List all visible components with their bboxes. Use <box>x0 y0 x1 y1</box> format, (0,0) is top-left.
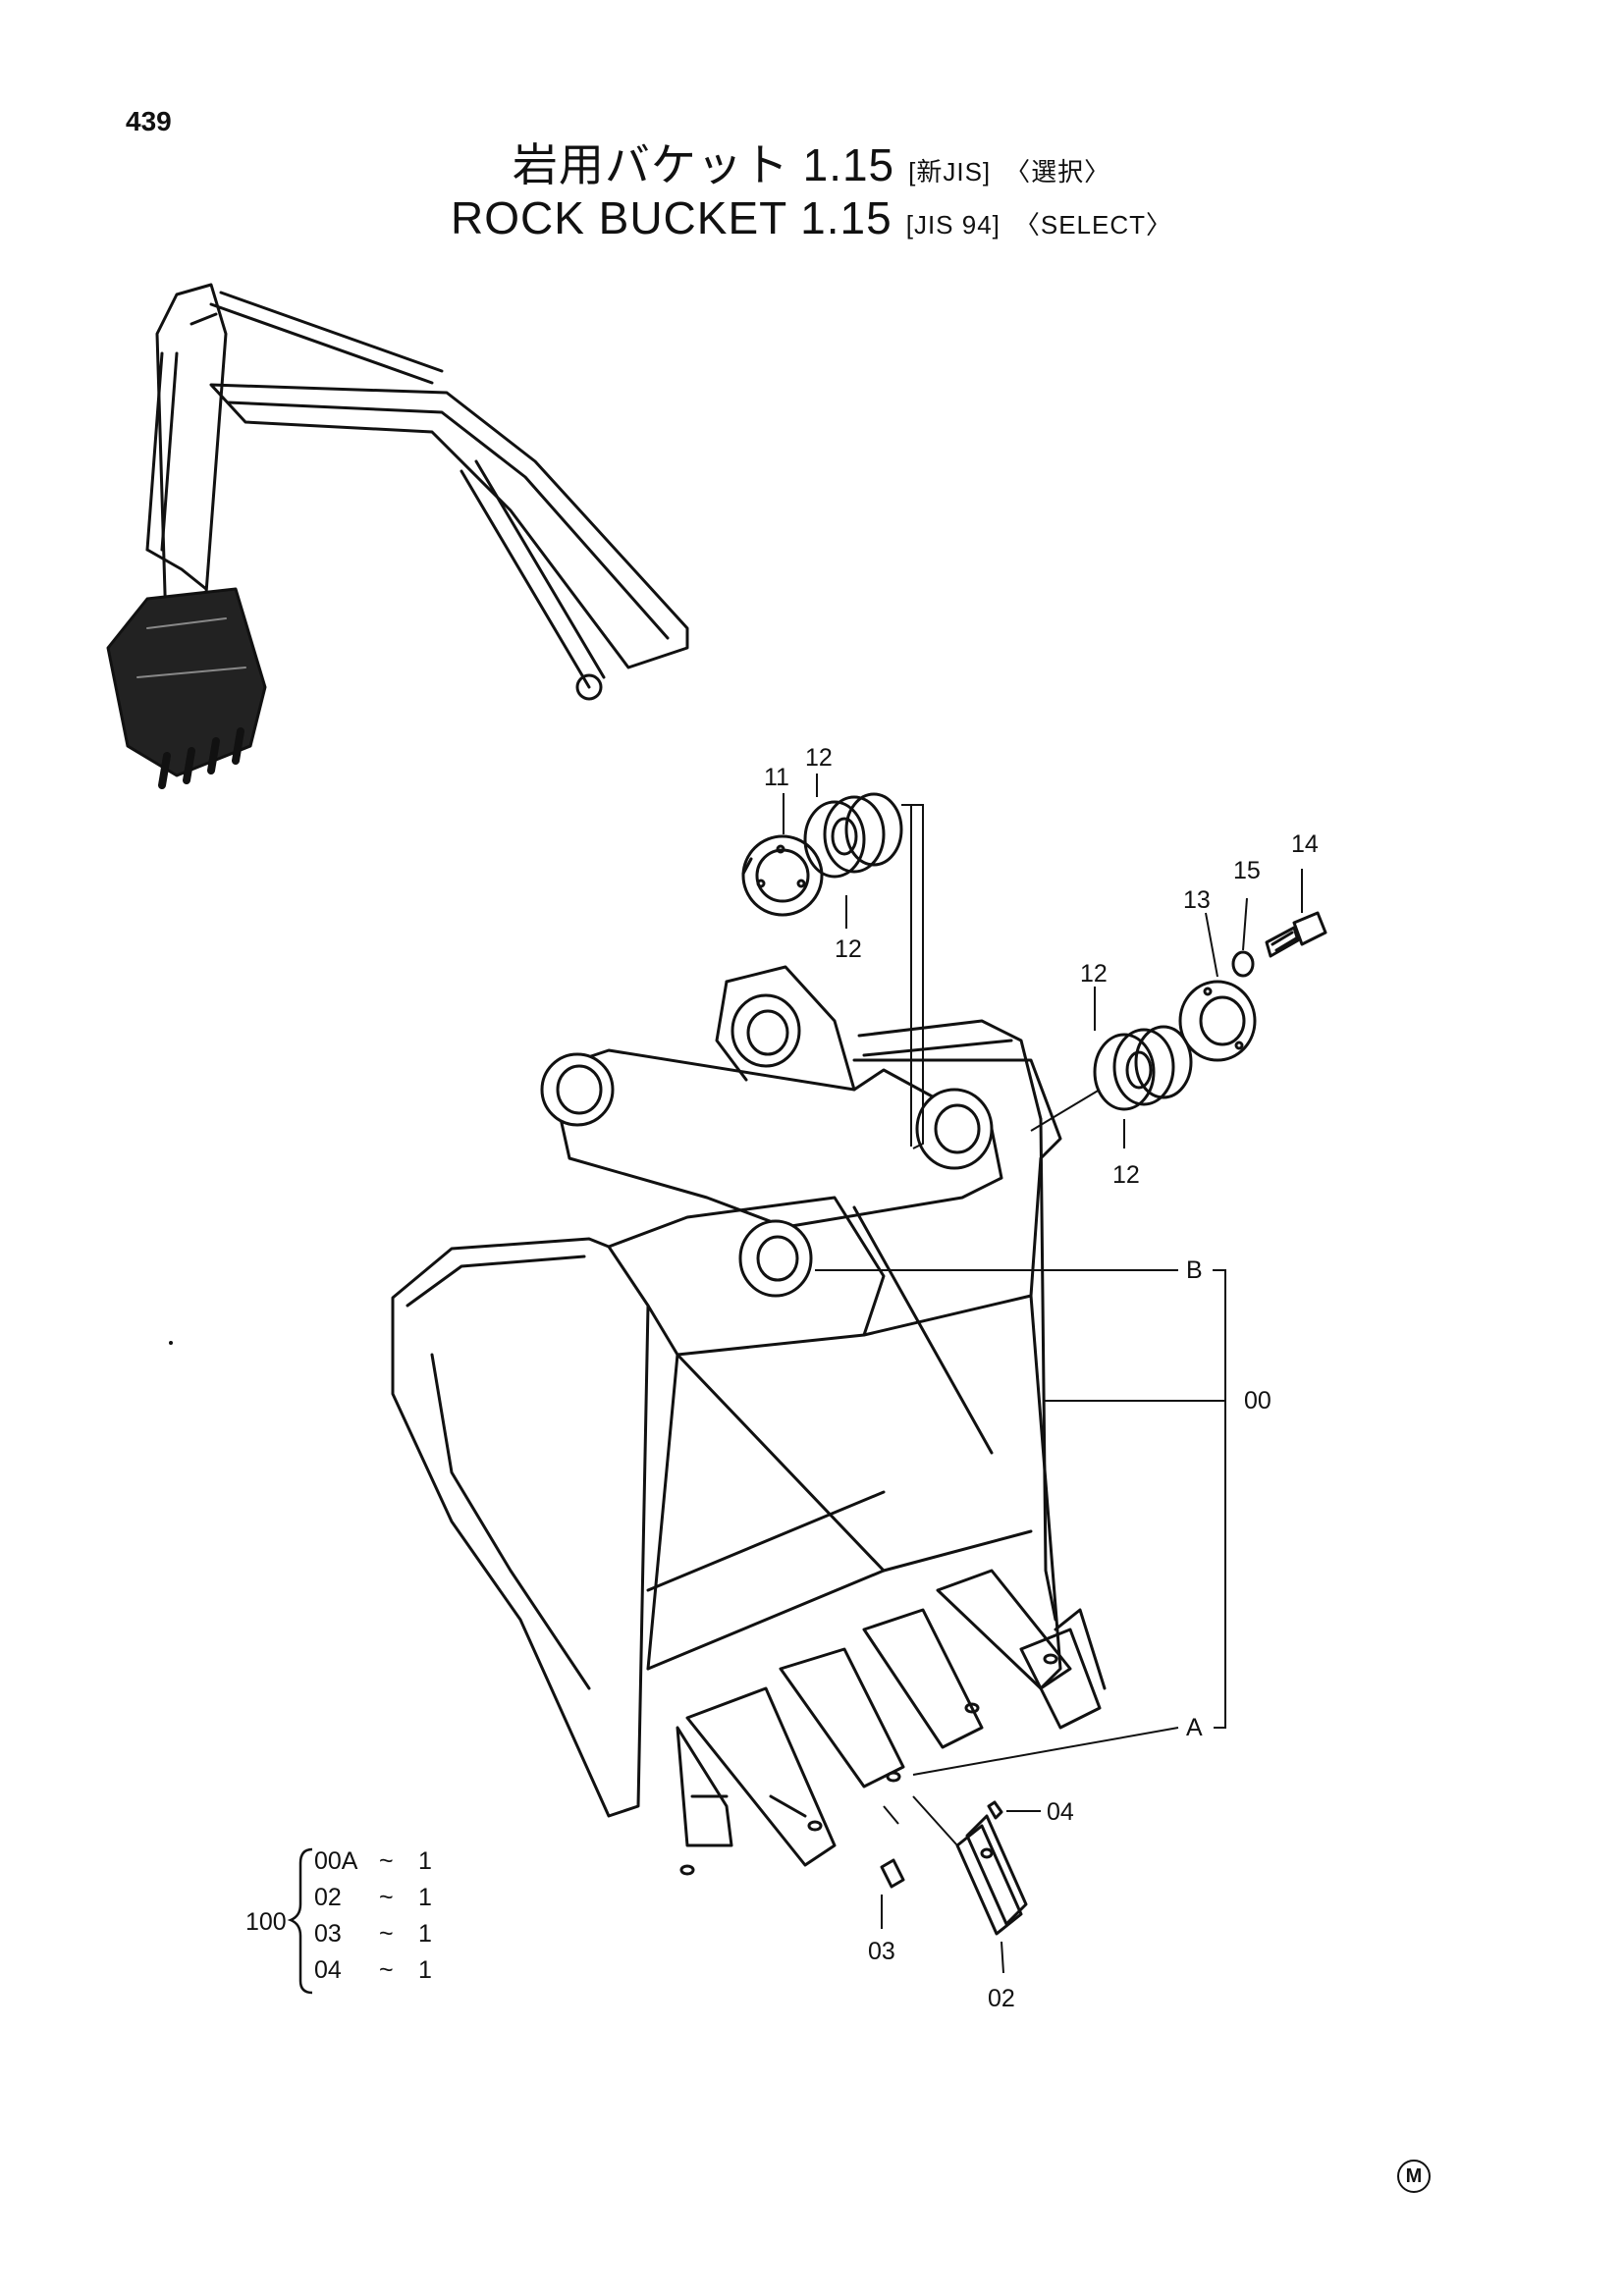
callout-15: 15 <box>1233 857 1261 884</box>
assembly-tilde: ~ <box>379 1956 394 1984</box>
assembly-rows: 00A ~ 1 02 ~ 1 03 ~ 1 04 ~ 1 <box>314 1847 432 1993</box>
callout-02: 02 <box>988 1985 1015 2012</box>
leader-lines <box>783 774 1303 1974</box>
tooth-02-icon <box>955 1814 1028 1936</box>
bucket-teeth-icon <box>676 1569 1107 1876</box>
assembly-part: 03 <box>314 1920 342 1948</box>
maker-mark-icon: M <box>1397 2160 1431 2193</box>
assembly-number: 100 <box>245 1908 287 1936</box>
pin-03-icon <box>880 1858 905 1889</box>
title-jp-main: 岩用バケット 1.15 <box>512 139 895 190</box>
title-en-main: ROCK BUCKET 1.15 <box>450 192 893 243</box>
callout-14: 14 <box>1291 830 1319 858</box>
title-jp-select: 〈選択〉 <box>1004 157 1111 187</box>
callout-A: A <box>1186 1714 1203 1741</box>
assembly-qty: 1 <box>418 1956 432 1984</box>
callout-11: 11 <box>764 764 789 791</box>
assembly-part: 00A <box>314 1847 358 1875</box>
callout-12-upper-lower: 12 <box>835 935 862 963</box>
callout-B: B <box>1186 1256 1203 1284</box>
assembly-qty: 1 <box>418 1847 432 1875</box>
excavator-thumbnail-icon <box>145 283 689 701</box>
title-japanese: 岩用バケット 1.15 [新JIS] 〈選択〉 <box>0 130 1623 194</box>
assembly-qty: 1 <box>418 1920 432 1948</box>
mounting-bracket-icon <box>540 965 1003 1298</box>
callout-12-right-lower: 12 <box>1112 1161 1140 1189</box>
assembly-row: 00A ~ 1 <box>314 1847 432 1884</box>
page-number: 439 <box>126 106 172 136</box>
callout-12-right: 12 <box>1080 960 1108 988</box>
washer-11-icon <box>741 834 824 917</box>
callout-03: 03 <box>868 1938 895 1965</box>
bucket-body-icon <box>391 1019 1062 1818</box>
thumbnail-bucket-icon <box>106 587 267 789</box>
assembly-tilde: ~ <box>379 1920 394 1948</box>
assembly-row: 02 ~ 1 <box>314 1884 432 1920</box>
assembly-part: 02 <box>314 1884 342 1911</box>
callout-12-upper: 12 <box>805 744 833 772</box>
assembly-row: 04 ~ 1 <box>314 1956 432 1993</box>
assembly-tilde: ~ <box>379 1884 394 1911</box>
title-en-standard: [JIS 94] <box>905 210 1001 240</box>
retainer-04-icon <box>987 1800 1003 1820</box>
callout-00: 00 <box>1244 1387 1271 1415</box>
title-en-select: 〈SELECT〉 <box>1013 210 1173 240</box>
lock-washer-15-icon <box>1231 950 1255 978</box>
assembly-part: 04 <box>314 1956 342 1984</box>
callout-04: 04 <box>1047 1798 1074 1826</box>
bolt-14-icon <box>1265 911 1327 958</box>
title-english: ROCK BUCKET 1.15 [JIS 94] 〈SELECT〉 <box>0 191 1623 244</box>
callout-13: 13 <box>1183 886 1211 914</box>
shim-12-right-icon <box>1093 1025 1193 1111</box>
stray-dot <box>169 1341 173 1345</box>
shim-12-upper-icon <box>803 792 903 879</box>
assembly-qty: 1 <box>418 1884 432 1911</box>
plate-13-icon <box>1178 980 1257 1062</box>
assembly-tilde: ~ <box>379 1847 394 1875</box>
assembly-brace <box>287 1847 313 1995</box>
assembly-row: 03 ~ 1 <box>314 1920 432 1956</box>
title-jp-standard: [新JIS] <box>908 157 992 187</box>
